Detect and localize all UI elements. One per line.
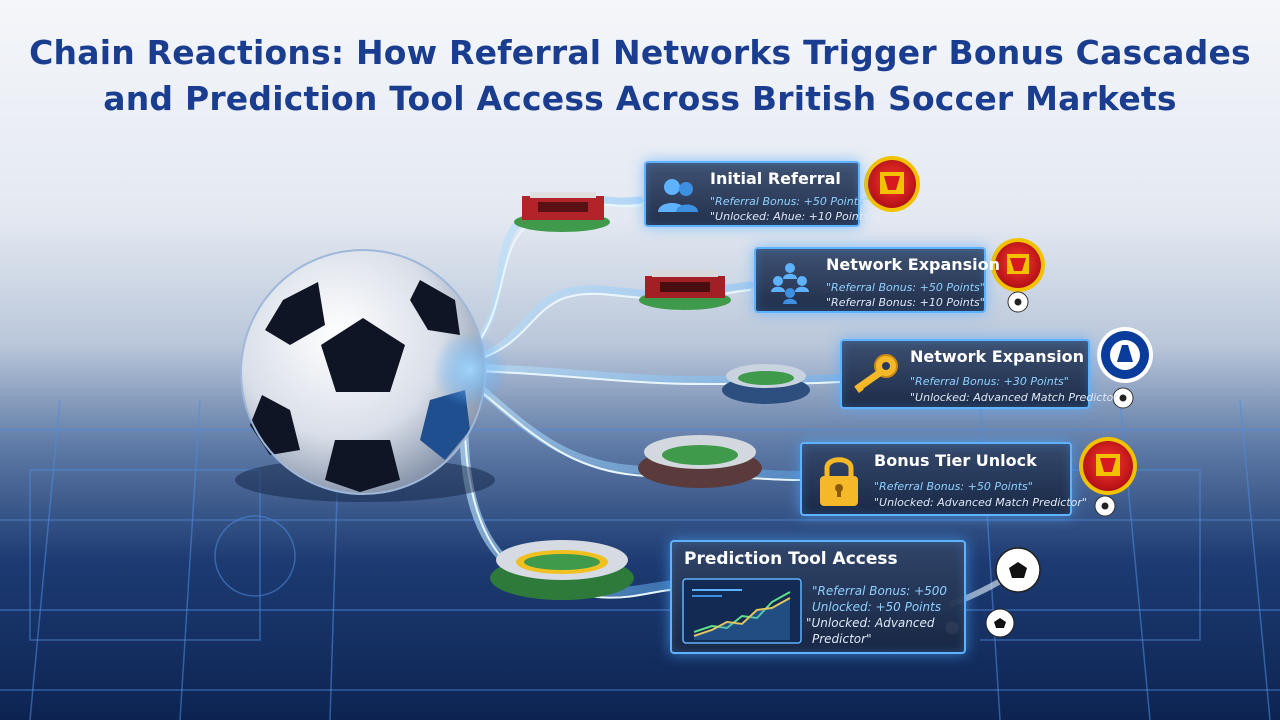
card-initial-referral: Initial Referral "Referral Bonus: +50 Po… <box>644 161 874 227</box>
card-heading: Prediction Tool Access <box>684 549 898 569</box>
small-ball-1 <box>1007 291 1029 313</box>
manchester-united-crest-3 <box>1079 437 1137 495</box>
card-line: "Referral Bonus: +50 Points" <box>710 195 869 208</box>
card-bonus-tier-unlock: Bonus Tier Unlock "Referral Bonus: +50 P… <box>800 442 1087 516</box>
card-line: "Referral Bonus: +500 <box>812 584 948 598</box>
title-line-1: Chain Reactions: How Referral Networks T… <box>29 33 1251 72</box>
prediction-chart-icon <box>682 578 802 644</box>
manchester-united-crest-2 <box>991 238 1045 292</box>
card-heading: Initial Referral <box>710 169 841 188</box>
stadium-3 <box>722 364 810 404</box>
card-network-expansion-2: Network Expansion "Referral Bonus: +30 P… <box>840 339 1118 409</box>
card-line: "Referral Bonus: +50 Points" <box>826 281 985 294</box>
stadium-2 <box>639 270 731 310</box>
chelsea-crest <box>1097 327 1153 383</box>
card-line: "Referral Bonus: +30 Points" <box>910 375 1069 388</box>
card-line: "Unlocked: Ahue: +10 Points" <box>710 210 874 223</box>
stadium-5 <box>490 540 634 600</box>
card-prediction-tool-access: Prediction Tool Access "Referral Bonus: … <box>670 540 966 654</box>
title-line-2: and Prediction Tool Access Across Britis… <box>103 79 1177 118</box>
main-soccer-ball <box>235 249 508 502</box>
card-line: Unlocked: +50 Points <box>812 600 942 614</box>
key-icon <box>854 354 898 393</box>
stadium-4 <box>638 435 762 488</box>
small-ball-2 <box>1112 387 1134 409</box>
network-people-icon <box>771 263 809 304</box>
stadium-1 <box>514 192 610 232</box>
card-heading: Network Expansion <box>826 255 1001 274</box>
card-heading: Bonus Tier Unlock <box>874 451 1037 470</box>
card-heading: Network Expansion <box>910 347 1085 366</box>
page-title: Chain Reactions: How Referral Networks T… <box>0 30 1280 122</box>
card-network-expansion-1: Network Expansion "Referral Bonus: +50 P… <box>754 247 1000 313</box>
card-line: Predictor" <box>812 632 872 646</box>
flying-ball-2 <box>985 608 1015 638</box>
card-line: "Unlocked: Advanced Match Predictor" <box>874 496 1087 509</box>
manchester-united-crest-1 <box>864 156 920 212</box>
card-line: "Referral Bonus: +10 Points" <box>826 296 985 309</box>
card-line: "Referral Bonus: +50 Points" <box>874 480 1033 493</box>
small-ball-3 <box>1094 495 1116 517</box>
card-line: "Unlocked: Advanced <box>806 616 935 630</box>
users-icon <box>658 179 698 212</box>
card-line: "Unlocked: Advanced Match Predictor <box>910 391 1118 404</box>
padlock-icon <box>820 457 858 506</box>
